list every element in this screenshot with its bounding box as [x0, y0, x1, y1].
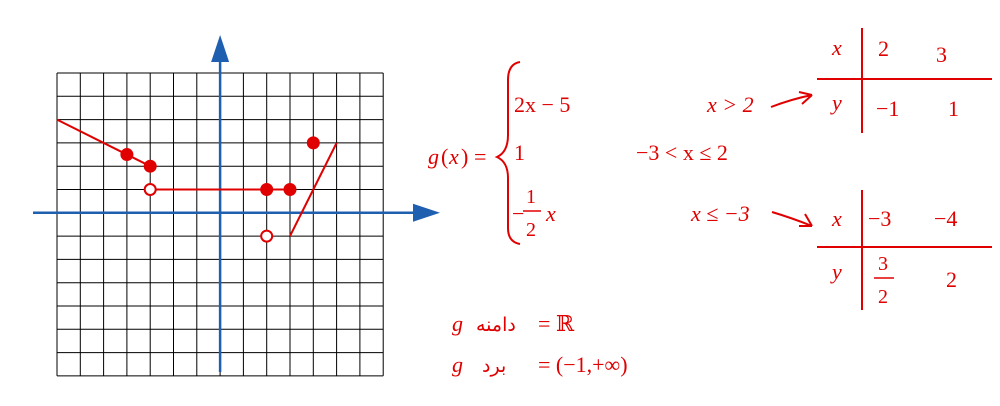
- table-top-y-value-2: 1: [948, 96, 959, 121]
- function-close-paren: ): [461, 144, 468, 169]
- table-bottom-x-value-1: −3: [868, 206, 891, 231]
- table-bottom-y-value-1-denominator: 2: [878, 286, 888, 308]
- table-top-y-label: y: [830, 90, 842, 115]
- range-word: برد: [482, 355, 506, 377]
- domain-word: دامنه: [476, 314, 516, 336]
- range-value: = (−1,+∞): [538, 352, 628, 377]
- open-point: [260, 229, 274, 243]
- piecewise-definition: g ( x ) = 2x − 5 1 − 1 2 x x > 2 −3 < x …: [428, 61, 813, 245]
- table-bottom-y-value-1-numerator: 3: [878, 253, 888, 275]
- piece-3-condition: x ≤ −3: [690, 201, 750, 226]
- graph-segment: [289, 189, 315, 237]
- function-name: g: [428, 144, 439, 169]
- table-bottom-x-value-2: −4: [934, 206, 957, 231]
- y-axis-arrowhead: [211, 35, 230, 62]
- piece-3-sign: −: [512, 201, 524, 226]
- function-graph: [56, 118, 338, 243]
- domain-value: = ℝ: [538, 311, 575, 336]
- piece-1-condition: x > 2: [706, 92, 754, 117]
- piece-2-expression: 1: [514, 140, 525, 165]
- function-equals: =: [474, 144, 486, 169]
- arrow-to-bottom-table: [771, 211, 813, 227]
- piecewise-brace: [494, 61, 521, 245]
- graph-segment: [312, 142, 338, 190]
- domain-variable: g: [452, 311, 463, 336]
- table-top-x-value-2: 3: [936, 42, 947, 67]
- piece-3-variable: x: [545, 201, 556, 226]
- x-axis-arrowhead: [413, 203, 440, 222]
- piece-3-denominator: 2: [526, 219, 536, 241]
- closed-point: [283, 183, 297, 196]
- table-top-x-value-1: 2: [878, 36, 889, 61]
- value-table-bottom: x y −3 −4 3 2 2: [817, 190, 992, 310]
- closed-point: [306, 136, 320, 150]
- table-bottom-y-value-2: 2: [946, 267, 957, 292]
- coordinate-axes: [33, 35, 440, 372]
- table-bottom-y-label: y: [830, 259, 842, 284]
- piece-1-expression: 2x − 5: [514, 92, 570, 117]
- domain-range: g دامنه = ℝ g برد = (−1,+∞): [452, 311, 628, 377]
- arrow-head-bottom: [799, 213, 813, 227]
- piece-3-numerator: 1: [526, 186, 536, 208]
- closed-point: [120, 148, 134, 162]
- value-table-top: x y 2 3 −1 1: [817, 28, 992, 133]
- arrow-to-top-table: [770, 94, 813, 108]
- piece-2-condition: −3 < x ≤ 2: [636, 140, 728, 165]
- function-open-paren: (: [441, 144, 448, 169]
- closed-point: [260, 183, 274, 196]
- table-top-x-label: x: [831, 35, 842, 60]
- range-variable: g: [452, 352, 463, 377]
- closed-point: [143, 159, 157, 173]
- open-point: [143, 183, 157, 196]
- function-arg: x: [448, 144, 459, 169]
- table-bottom-x-label: x: [831, 206, 842, 231]
- arrow-head-top: [798, 91, 813, 105]
- graph-segment: [56, 118, 128, 156]
- table-top-y-value-1: −1: [876, 96, 899, 121]
